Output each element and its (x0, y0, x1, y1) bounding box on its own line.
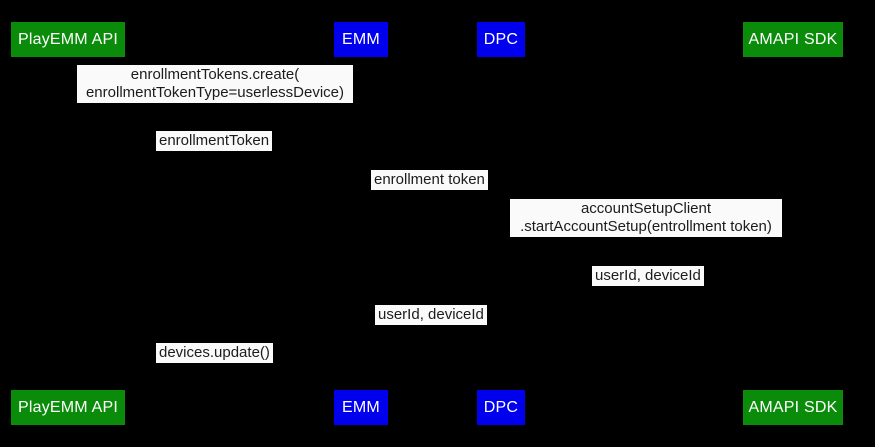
actor-box-playemm-api-top: PlayEMM API (11, 22, 125, 57)
message-enrollmenttoken: enrollmentToken (156, 131, 273, 151)
message-account-setup-client-start: accountSetupClient .startAccountSetup(en… (510, 199, 782, 237)
actor-box-amapi-sdk-bottom: AMAPI SDK (743, 390, 843, 425)
actor-box-playemm-api-bottom: PlayEMM API (11, 390, 125, 425)
actor-box-emm-top: EMM (334, 22, 388, 57)
message-userid-deviceid-dpc-to-emm: userId, deviceId (375, 305, 487, 325)
message-enrollment-token: enrollment token (371, 170, 488, 190)
actor-box-emm-bottom: EMM (334, 390, 388, 425)
actor-box-dpc-bottom: DPC (477, 390, 525, 425)
message-devices-update: devices.update() (156, 343, 273, 363)
message-userid-deviceid-sdk-to-dpc: userId, deviceId (592, 266, 704, 286)
message-enrollmenttokens-create: enrollmentTokens.create( enrollmentToken… (77, 65, 353, 103)
actor-box-dpc-top: DPC (477, 22, 525, 57)
actor-box-amapi-sdk-top: AMAPI SDK (743, 22, 843, 57)
